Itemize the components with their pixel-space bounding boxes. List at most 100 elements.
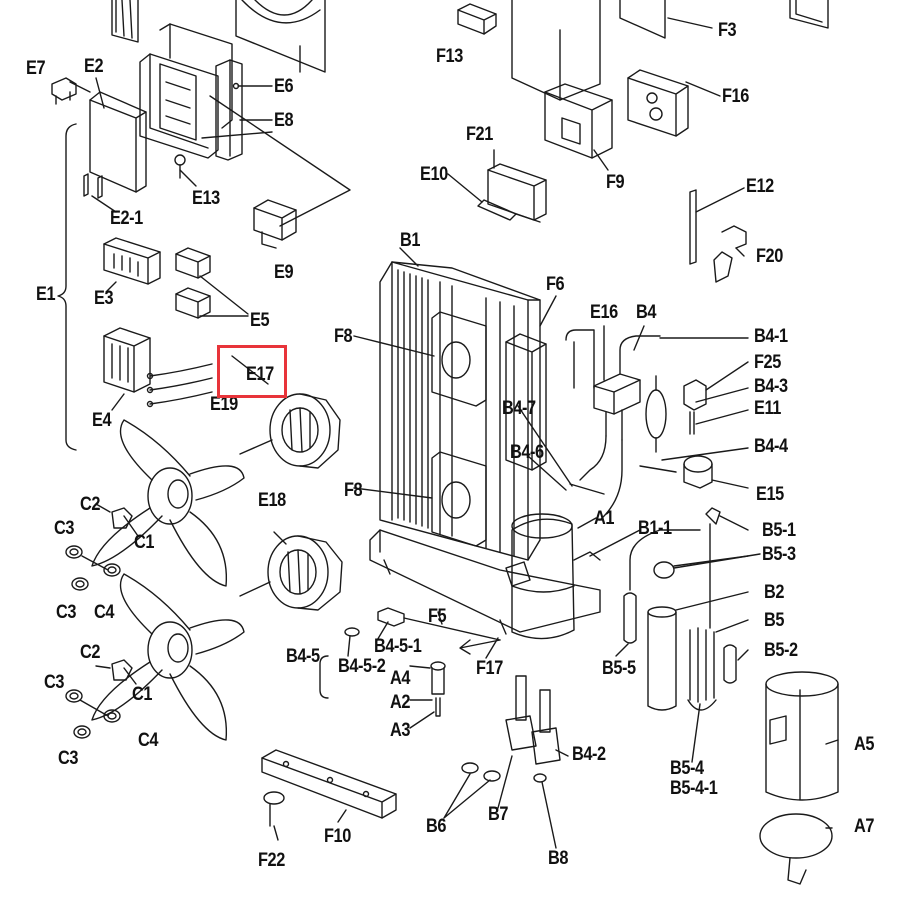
label-e11: E11	[754, 398, 781, 419]
part-e5-relays	[176, 248, 210, 318]
label-b4-2: B4-2	[572, 744, 606, 765]
part-f9	[545, 84, 612, 158]
label-c2-lower: C2	[80, 642, 101, 663]
partition-f6	[506, 334, 546, 470]
propeller-fan-upper	[92, 420, 244, 586]
label-f22: F22	[258, 850, 285, 871]
part-e10-sensor	[448, 174, 540, 222]
label-a2: A2	[390, 692, 411, 713]
fan-bracket-f8-upper	[432, 312, 486, 406]
label-b6: B6	[426, 816, 447, 837]
label-e18: E18	[258, 490, 286, 511]
part-e3-terminal	[104, 238, 160, 284]
label-e3: E3	[94, 288, 114, 309]
label-b4-1: B4-1	[754, 326, 788, 347]
label-b5-1: B5-1	[762, 520, 796, 541]
label-e19: E19	[210, 394, 238, 415]
label-e1: E1	[36, 284, 56, 305]
part-e2-1	[84, 174, 102, 198]
label-f17: F17	[476, 658, 503, 679]
fan-bracket-f8-lower	[432, 452, 486, 546]
label-e5: E5	[250, 310, 270, 331]
part-b5-3-loop	[654, 554, 760, 578]
label-b4-3: B4-3	[754, 376, 788, 397]
label-e2: E2	[84, 56, 104, 77]
part-b2-accumulator	[648, 607, 676, 710]
part-f25	[684, 380, 706, 410]
label-b5-4: B5-4	[670, 758, 704, 779]
label-e7: E7	[26, 58, 46, 79]
label-e10: E10	[420, 164, 448, 185]
label-c1-lower: C1	[132, 684, 153, 705]
label-e16: E16	[590, 302, 618, 323]
label-b7: B7	[488, 804, 509, 825]
label-c3-b: C3	[56, 602, 77, 623]
label-e13: E13	[192, 188, 220, 209]
label-f20: F20	[756, 246, 783, 267]
part-b5-valve	[688, 508, 720, 710]
label-b8: B8	[548, 848, 569, 869]
b4-valve-coil	[646, 376, 666, 452]
label-a4: A4	[390, 668, 411, 689]
part-b4-5-fitting	[345, 608, 500, 640]
propeller-fan-lower	[92, 574, 244, 740]
part-a7-band	[760, 814, 832, 884]
label-a1: A1	[594, 508, 615, 529]
label-e15: E15	[756, 484, 784, 505]
fan-nuts-washers	[66, 508, 132, 738]
label-f16: F16	[722, 86, 749, 107]
control-box	[140, 24, 232, 158]
label-f6: F6	[546, 274, 565, 295]
piping-runs	[566, 330, 622, 520]
label-e12: E12	[746, 176, 774, 197]
label-c3-a: C3	[54, 518, 75, 539]
label-e4: E4	[92, 410, 112, 431]
label-b4-5-1: B4-5-1	[374, 636, 422, 657]
label-b1-1: B1-1	[638, 518, 672, 539]
part-e4-contactor	[104, 328, 150, 392]
label-c4-upper: C4	[94, 602, 115, 623]
label-f25: F25	[754, 352, 781, 373]
label-e2-1: E2-1	[110, 208, 143, 229]
label-c2-upper: C2	[80, 494, 101, 515]
label-b4-5-2: B4-5-2	[338, 656, 386, 677]
crankcase-heater-a5	[766, 672, 838, 800]
label-e9: E9	[274, 262, 294, 283]
part-b5-5-strainer	[624, 530, 700, 643]
label-c4-lower: C4	[138, 730, 159, 751]
label-f8-lower: F8	[344, 480, 363, 501]
part-e12-f20	[690, 190, 746, 282]
label-b4-7: B4-7	[502, 398, 536, 419]
fan-motor-e17	[240, 394, 340, 468]
label-b5-4-1: B5-4-1	[670, 778, 718, 799]
label-b1: B1	[400, 230, 421, 251]
part-e9	[254, 200, 296, 248]
part-f22-clip	[264, 792, 284, 826]
part-e7	[52, 78, 76, 104]
label-b4-4: B4-4	[754, 436, 788, 457]
label-b5-3: B5-3	[762, 544, 796, 565]
label-b4: B4	[636, 302, 657, 323]
part-b5-2	[724, 645, 736, 683]
label-f3: F3	[718, 20, 737, 41]
fan-motor-e18	[240, 536, 342, 610]
caps-b6	[462, 763, 500, 781]
four-way-valve	[594, 336, 660, 440]
label-c3-c: C3	[44, 672, 65, 693]
label-f13: F13	[436, 46, 463, 67]
part-e6-e8-bracket	[216, 60, 242, 160]
part-e13	[175, 155, 185, 178]
label-b2: B2	[764, 582, 785, 603]
side-panel-top	[512, 0, 828, 100]
label-e8: E8	[274, 110, 294, 131]
label-f10: F10	[324, 826, 351, 847]
compressor	[506, 514, 600, 639]
condenser-coil	[380, 262, 540, 560]
part-f13	[458, 4, 496, 34]
part-e19-wires	[148, 364, 213, 407]
label-b4-5: B4-5	[286, 646, 320, 667]
part-e2-cover	[90, 92, 146, 192]
label-e6: E6	[274, 76, 294, 97]
label-f21: F21	[466, 124, 493, 145]
